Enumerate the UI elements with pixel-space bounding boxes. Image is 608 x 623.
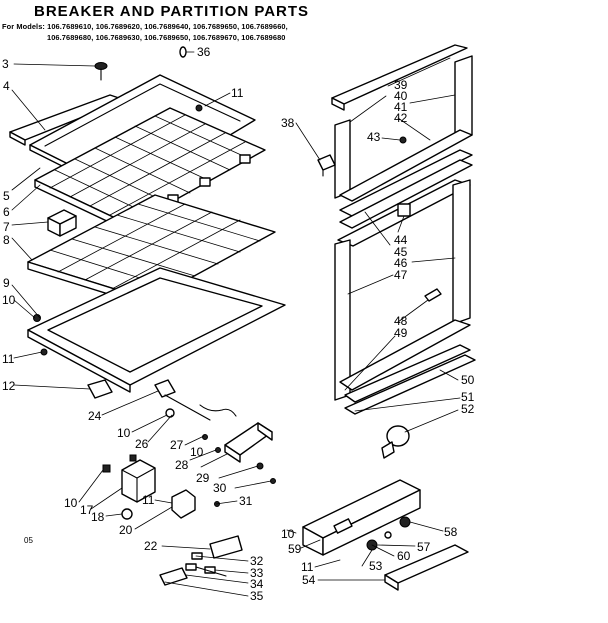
callout-46: 46 xyxy=(394,256,408,270)
callout-11-left: 11 xyxy=(2,352,15,366)
callout-5: 5 xyxy=(3,189,10,203)
page-title: BREAKER AND PARTITION PARTS xyxy=(34,3,310,20)
callout-4: 4 xyxy=(3,79,10,93)
model-list-line-1: For Models: 106.7689610, 106.7689620, 10… xyxy=(2,22,288,31)
callout-3: 3 xyxy=(2,57,9,71)
callout-28: 28 xyxy=(175,458,189,472)
callout-53: 53 xyxy=(369,559,383,573)
callout-31: 31 xyxy=(239,494,253,508)
callout-57: 57 xyxy=(417,540,431,554)
callout-labels: 3 4 36 11 5 6 7 8 9 10 11 12 39 40 41 42… xyxy=(2,45,475,603)
callout-59: 59 xyxy=(288,542,302,556)
callout-10-panel: 10 xyxy=(281,527,295,541)
corner-code: 05 xyxy=(24,536,33,545)
callout-18: 18 xyxy=(91,510,105,524)
callout-58: 58 xyxy=(444,525,458,539)
callout-10-switch: 10 xyxy=(64,496,78,510)
callout-7: 7 xyxy=(3,220,10,234)
part-insulation-block xyxy=(47,209,77,237)
callout-29: 29 xyxy=(196,471,210,485)
callout-51: 51 xyxy=(461,390,475,404)
callout-44: 44 xyxy=(394,233,408,247)
part-upper-gasket-frame xyxy=(331,44,473,202)
callout-27: 27 xyxy=(170,438,184,452)
part-screw-43 xyxy=(399,136,407,144)
callout-11-panel: 11 xyxy=(301,560,314,574)
callout-9: 9 xyxy=(3,276,10,290)
part-capillary-27 xyxy=(199,404,237,417)
callout-10-left: 10 xyxy=(2,293,16,307)
part-control-housing-28 xyxy=(224,422,273,463)
part-knob-26 xyxy=(165,408,175,418)
part-control-panel-53 xyxy=(302,479,421,556)
callout-33: 33 xyxy=(250,566,264,580)
callout-50: 50 xyxy=(461,373,475,387)
part-lower-gasket-frame xyxy=(334,179,476,415)
callout-35: 35 xyxy=(250,589,264,603)
callout-49: 49 xyxy=(394,326,408,340)
part-clip-48 xyxy=(424,288,442,302)
part-switch-bracket-17 xyxy=(121,459,156,503)
part-screw-3 xyxy=(94,62,108,81)
part-lower-breaker-frame xyxy=(27,267,286,393)
callout-20: 20 xyxy=(119,523,133,537)
callout-43: 43 xyxy=(367,130,381,144)
callout-42: 42 xyxy=(394,111,408,125)
callout-47: 47 xyxy=(394,268,408,282)
callout-11-relay: 11 xyxy=(142,493,155,507)
callout-10-thermostat: 10 xyxy=(117,426,131,440)
callout-48: 48 xyxy=(394,314,408,328)
callout-24: 24 xyxy=(88,409,102,423)
callout-40: 40 xyxy=(394,89,408,103)
callout-52: 52 xyxy=(461,402,475,416)
part-top-grid-shelf xyxy=(34,107,266,233)
part-screw-11b xyxy=(195,104,203,112)
callout-12: 12 xyxy=(2,379,16,393)
part-light-bulb xyxy=(381,425,410,459)
callout-34: 34 xyxy=(250,577,264,591)
callout-39: 39 xyxy=(394,78,408,92)
callout-41: 41 xyxy=(394,100,408,114)
callout-38: 38 xyxy=(281,116,295,130)
part-knobs-57-60 xyxy=(366,516,411,551)
model-list-line-2: 106.7689680, 106.7689630, 106.7689650, 1… xyxy=(47,33,286,42)
callout-10-housing: 10 xyxy=(190,445,204,459)
part-nut-18 xyxy=(121,508,133,520)
callout-54: 54 xyxy=(302,573,316,587)
callout-30: 30 xyxy=(213,481,227,495)
callout-32: 32 xyxy=(250,554,264,568)
callout-60: 60 xyxy=(397,549,411,563)
callout-8: 8 xyxy=(3,233,10,247)
part-clip-36 xyxy=(179,46,187,58)
part-mullion-strip xyxy=(339,149,473,229)
part-thermostat-24 xyxy=(154,379,211,421)
callout-6: 6 xyxy=(3,205,10,219)
callout-36: 36 xyxy=(197,45,211,59)
part-block-44 xyxy=(397,203,411,217)
callout-26: 26 xyxy=(135,437,149,451)
part-clips-10d xyxy=(102,454,137,473)
callout-22: 22 xyxy=(144,539,158,553)
callout-11-top: 11 xyxy=(231,86,244,100)
callout-17: 17 xyxy=(80,503,94,517)
leader-lines xyxy=(11,51,461,597)
part-bracket-12 xyxy=(87,379,113,399)
part-connector-38 xyxy=(317,154,336,177)
part-shelf-clips xyxy=(167,154,251,204)
callout-45: 45 xyxy=(394,245,408,259)
part-lamp-socket-22 xyxy=(209,535,243,559)
part-relay-20 xyxy=(171,489,196,519)
